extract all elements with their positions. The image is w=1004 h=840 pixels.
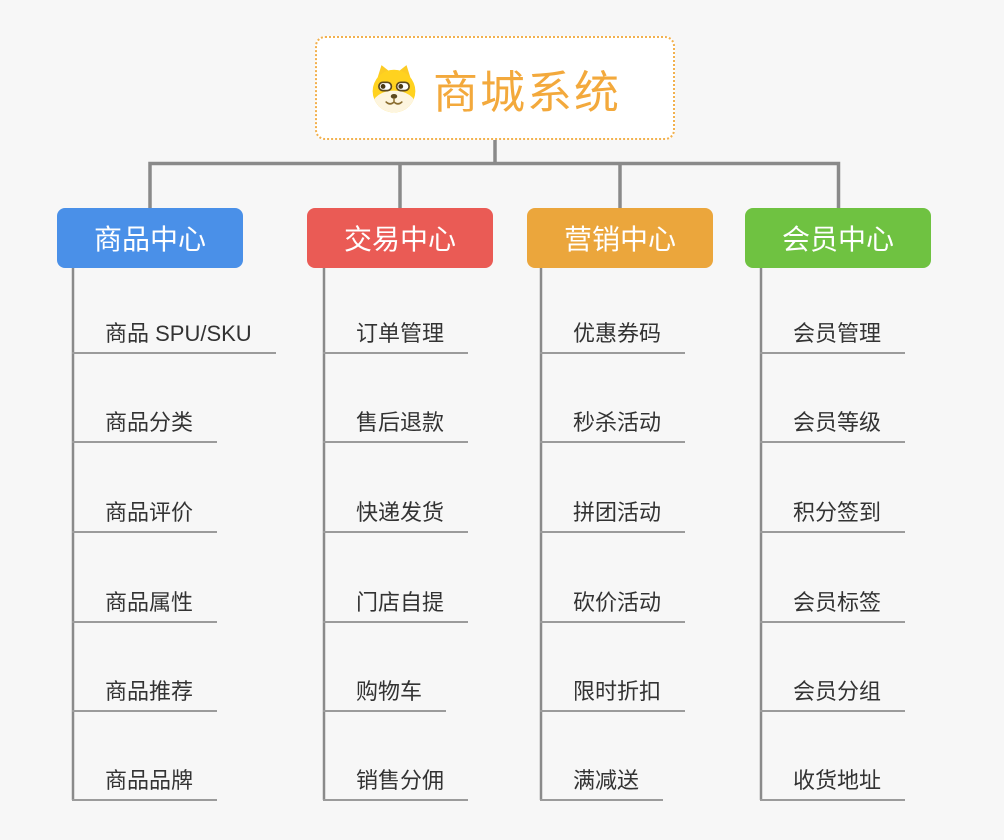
subtopic-item[interactable]: 积分签到 <box>760 500 906 533</box>
subtopic-item[interactable]: 会员管理 <box>760 321 906 354</box>
branch-children-product-center: 商品 SPU/SKU 商品分类商品评价商品属性商品推荐商品品牌 <box>72 268 312 813</box>
branch-children-trade-center: 订单管理售后退款快递发货门店自提购物车销售分佣 <box>323 268 563 813</box>
subtopic-item[interactable]: 砍价活动 <box>540 590 686 623</box>
branch-topic-marketing-center[interactable]: 营销中心 <box>527 208 713 268</box>
subtopic-item[interactable]: 门店自提 <box>323 590 469 623</box>
subtopic-item[interactable]: 满减送 <box>540 768 664 801</box>
dog-face-icon <box>372 65 416 113</box>
root-topic-label: 商城系统 <box>432 66 621 118</box>
subtopic-item[interactable]: 收货地址 <box>760 768 906 801</box>
subtopic-item[interactable]: 售后退款 <box>323 410 469 443</box>
branch-children-member-center: 会员管理会员等级积分签到会员标签会员分组收货地址 <box>760 268 1000 813</box>
subtopic-item[interactable]: 限时折扣 <box>540 679 686 712</box>
branch-rail-line <box>148 161 841 210</box>
subtopic-item[interactable]: 商品分类 <box>72 410 218 443</box>
subtopic-item[interactable]: 订单管理 <box>323 321 469 354</box>
subtopic-item[interactable]: 会员等级 <box>760 410 906 443</box>
subtopic-item[interactable]: 商品评价 <box>72 500 218 533</box>
branch-topic-trade-center[interactable]: 交易中心 <box>307 208 493 268</box>
subtopic-item[interactable]: 拼团活动 <box>540 500 686 533</box>
branch-children-marketing-center: 优惠券码秒杀活动拼团活动砍价活动限时折扣满减送 <box>540 268 780 813</box>
subtopic-item[interactable]: 商品推荐 <box>72 679 218 712</box>
subtopic-item[interactable]: 秒杀活动 <box>540 410 686 443</box>
subtopic-item[interactable]: 会员标签 <box>760 590 906 623</box>
branch-topic-member-center[interactable]: 会员中心 <box>745 208 931 268</box>
subtopic-item[interactable]: 销售分佣 <box>323 768 469 801</box>
subtopic-item[interactable]: 会员分组 <box>760 679 906 712</box>
subtopic-item[interactable]: 快递发货 <box>323 500 469 533</box>
subtopic-item[interactable]: 购物车 <box>323 679 447 712</box>
root-topic[interactable]: 商城系统 <box>315 36 675 140</box>
subtopic-item[interactable]: 商品属性 <box>72 590 218 623</box>
subtopic-item[interactable]: 商品品牌 <box>72 768 218 801</box>
subtopic-item[interactable]: 优惠券码 <box>540 321 686 354</box>
branch-topic-product-center[interactable]: 商品中心 <box>57 208 243 268</box>
subtopic-item[interactable]: 商品 SPU/SKU <box>72 321 276 354</box>
